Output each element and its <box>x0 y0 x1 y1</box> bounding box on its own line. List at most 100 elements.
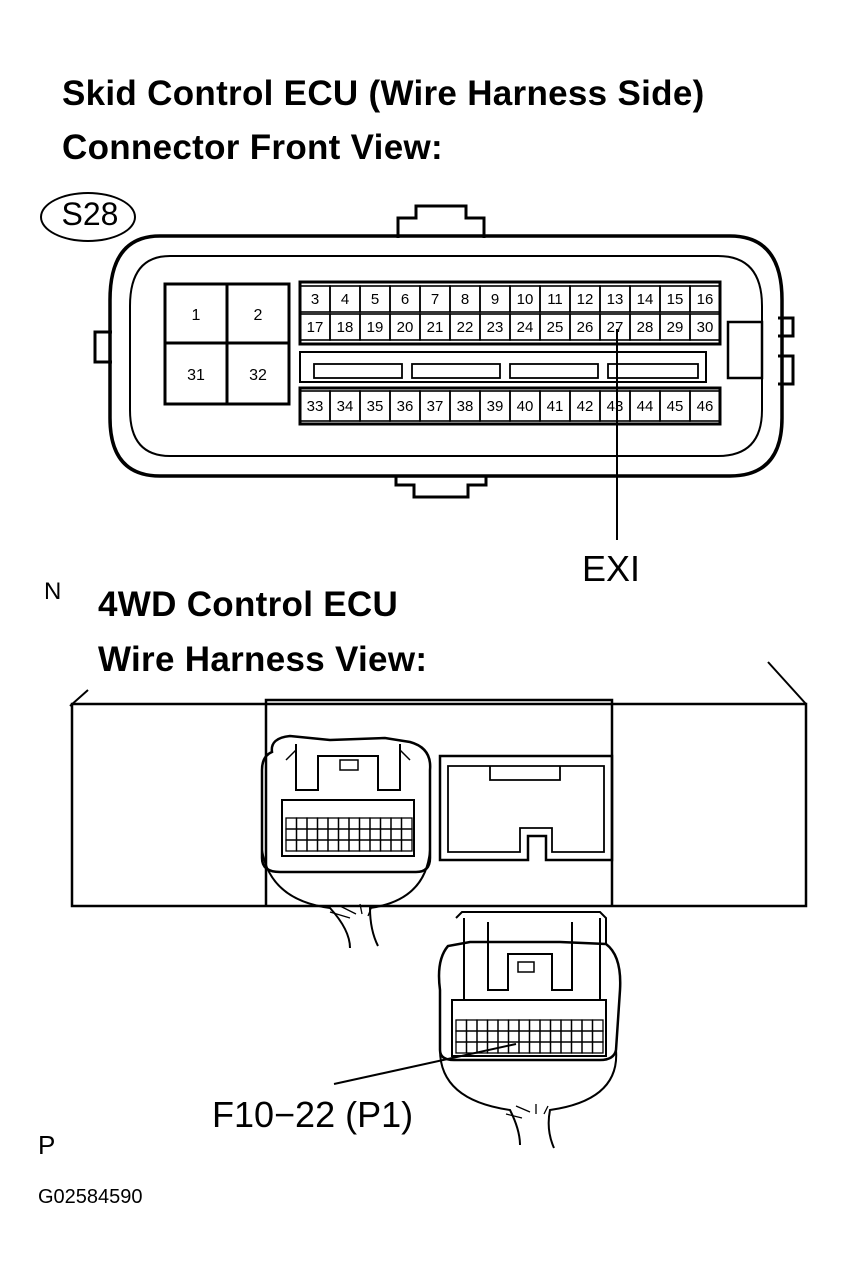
skid-ecu-title-line1: Skid Control ECU (Wire Harness Side) <box>62 74 705 113</box>
terminal-cell <box>327 839 340 852</box>
pin-label: 16 <box>697 291 714 308</box>
terminal-cell <box>581 1041 594 1054</box>
terminal-cell <box>476 1030 489 1043</box>
terminal-cell <box>455 1030 468 1043</box>
pin-label: 30 <box>697 319 714 336</box>
terminal-cell <box>497 1030 510 1043</box>
terminal-cell <box>379 839 392 852</box>
pin-label: 15 <box>667 291 684 308</box>
terminal-cell <box>295 839 308 852</box>
pin-label: 21 <box>427 319 444 336</box>
terminal-cell <box>486 1019 499 1032</box>
pin-label: 41 <box>547 398 564 415</box>
pin-label: 27 <box>607 319 624 336</box>
terminal-cell <box>337 817 350 830</box>
pin-label: 35 <box>367 398 384 415</box>
terminal-cell <box>539 1019 552 1032</box>
terminal-cell <box>400 828 413 841</box>
f10-callout-line <box>333 1043 517 1085</box>
pin-label: 33 <box>307 398 324 415</box>
fwd-ecu-title-line1: 4WD Control ECU <box>98 585 399 624</box>
terminal-cell <box>581 1030 594 1043</box>
terminal-cell <box>497 1019 510 1032</box>
terminal-cell <box>400 839 413 852</box>
pin-label: 24 <box>517 319 534 336</box>
pin-label: 8 <box>461 291 469 308</box>
pin-label: 32 <box>249 367 267 384</box>
pin-label: 26 <box>577 319 594 336</box>
terminal-cell <box>358 817 371 830</box>
terminal-cell <box>539 1041 552 1054</box>
terminal-cell <box>507 1019 520 1032</box>
terminal-cell <box>570 1030 583 1043</box>
terminal-cell <box>306 817 319 830</box>
terminal-cell <box>518 1019 531 1032</box>
terminal-cell <box>560 1041 573 1054</box>
terminal-cell <box>348 828 361 841</box>
section-letter-n: N <box>44 578 62 605</box>
pin-cell <box>689 313 721 341</box>
pin-label: 12 <box>577 291 594 308</box>
connector-id-badge <box>40 192 136 242</box>
pin-label: 10 <box>517 291 534 308</box>
pin-label: 13 <box>607 291 624 308</box>
pin-label: 19 <box>367 319 384 336</box>
terminal-cell <box>549 1019 562 1032</box>
section-letter-p: P <box>38 1130 56 1160</box>
terminal-cell <box>337 828 350 841</box>
terminal-cell <box>570 1019 583 1032</box>
figure-code: G02584590 <box>38 1186 143 1208</box>
pin-label: 2 <box>254 307 263 324</box>
terminal-cell <box>369 828 382 841</box>
pin-cell <box>689 285 721 313</box>
pin-label: 18 <box>337 319 354 336</box>
terminal-cell <box>390 839 403 852</box>
terminal-cell <box>358 828 371 841</box>
terminal-cell <box>306 828 319 841</box>
pin-label: 1 <box>192 307 201 324</box>
f10-callout-label: F10−22 (P1) <box>212 1094 414 1135</box>
terminal-cell <box>455 1019 468 1032</box>
skid-ecu-title-line2: Connector Front View: <box>62 128 443 167</box>
terminal-cell <box>295 828 308 841</box>
pin-label: 22 <box>457 319 474 336</box>
pin-label: 34 <box>337 398 354 415</box>
exi-callout-label: EXI <box>582 548 641 589</box>
pin-label: 4 <box>341 291 349 308</box>
connector-id-label: S28 <box>61 196 119 232</box>
terminal-cell <box>379 828 392 841</box>
terminal-cell <box>316 839 329 852</box>
pin-label: 28 <box>637 319 654 336</box>
terminal-cell <box>348 817 361 830</box>
terminal-cell <box>369 839 382 852</box>
pin-label: 11 <box>547 291 563 308</box>
pin-label: 7 <box>431 291 439 308</box>
terminal-cell <box>285 839 298 852</box>
pin-label: 5 <box>371 291 379 308</box>
pin-label: 42 <box>577 398 594 415</box>
pin-label: 39 <box>487 398 504 415</box>
terminal-cell <box>285 828 298 841</box>
terminal-cell <box>528 1030 541 1043</box>
pin-label: 29 <box>667 319 684 336</box>
terminal-cell <box>379 817 392 830</box>
pin-label: 44 <box>637 398 654 415</box>
terminal-cell <box>390 828 403 841</box>
terminal-cell <box>400 817 413 830</box>
terminal-cell <box>455 1041 468 1054</box>
terminal-cell <box>465 1019 478 1032</box>
pin-label: 38 <box>457 398 474 415</box>
terminal-cell <box>465 1041 478 1054</box>
terminal-cell <box>295 817 308 830</box>
pin-cell <box>689 390 721 422</box>
terminal-cell <box>316 828 329 841</box>
terminal-cell <box>560 1019 573 1032</box>
terminal-cell <box>348 839 361 852</box>
terminal-cell <box>518 1041 531 1054</box>
terminal-cell <box>358 839 371 852</box>
